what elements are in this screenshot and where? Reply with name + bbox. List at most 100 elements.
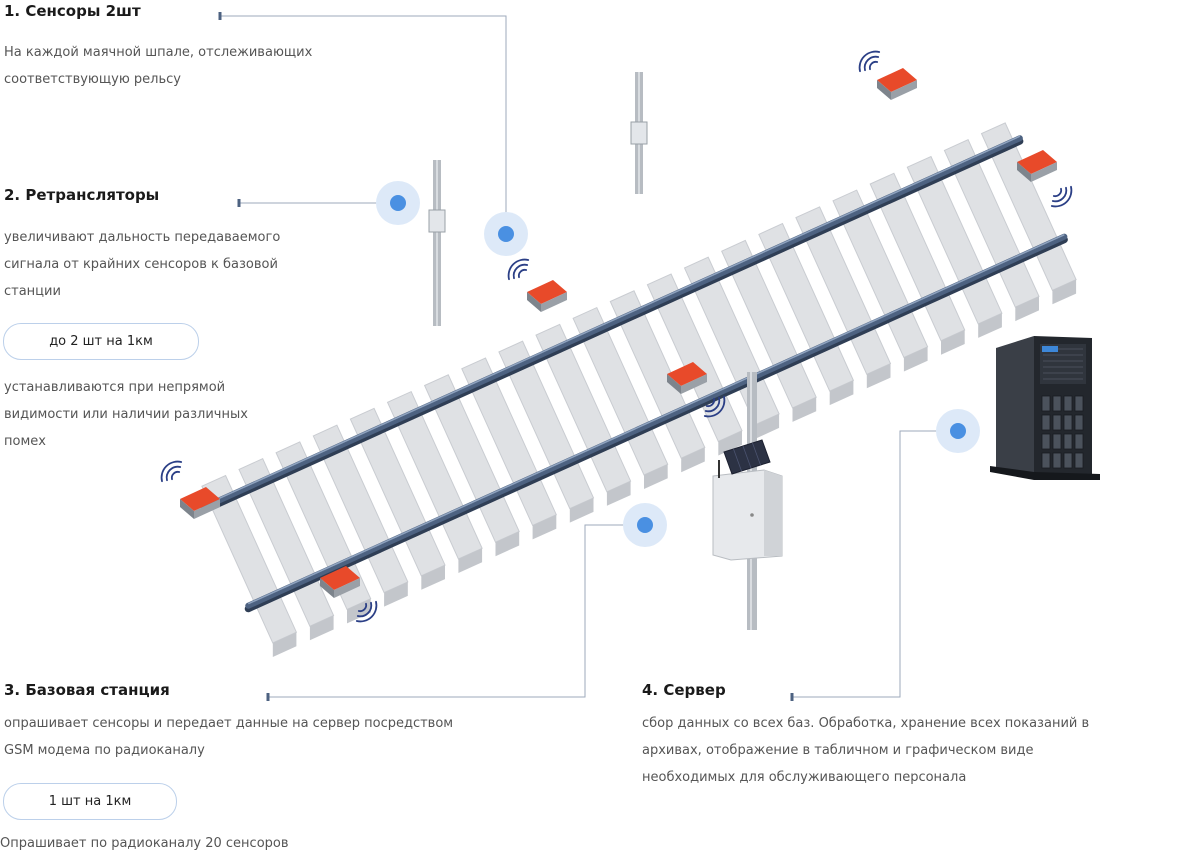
- drive-bay: [1041, 414, 1051, 431]
- sensor-front: [334, 578, 360, 598]
- signal-arc: [517, 268, 528, 279]
- sensor-side: [180, 499, 194, 519]
- connector-base-station: [268, 524, 645, 698]
- repeater-unit: [630, 121, 648, 145]
- signal-arc: [858, 50, 881, 73]
- section-base-station-line-2: GSM модема по радиоканалу: [4, 743, 205, 758]
- section-repeaters-note-3: помех: [4, 434, 46, 449]
- sleeper-side: [458, 548, 483, 573]
- section-sensors-line-1: На каждой маячной шпале, отслеживающих: [4, 45, 313, 60]
- signal-arc: [165, 465, 182, 482]
- section-base-station-line-1: опрашивает сенсоры и передает данные на …: [4, 716, 454, 731]
- sensor-box: [180, 487, 220, 511]
- repeater-pole-icon: [428, 160, 446, 326]
- drive-bay: [1041, 452, 1051, 469]
- sensor-box: [527, 280, 567, 304]
- sleeper-side: [421, 565, 445, 590]
- pole-highlight: [436, 160, 438, 326]
- signal-arc: [507, 258, 530, 281]
- sleeper-side: [681, 447, 705, 473]
- repeater-pole-icon: [630, 72, 648, 194]
- sensor-signal-icon: [320, 566, 378, 623]
- section-server-line-3: необходимых для обслуживающего персонала: [642, 770, 967, 785]
- section-sensors-title: 1. Сенсоры 2шт: [4, 2, 141, 20]
- signal-arc: [1050, 185, 1073, 208]
- section-server-title: 4. Сервер: [642, 681, 726, 699]
- sleeper-side: [569, 497, 594, 523]
- section-repeaters-title: 2. Ретрансляторы: [4, 186, 160, 204]
- section-repeaters-line-3: станции: [4, 284, 61, 299]
- sleeper-side: [718, 430, 742, 456]
- sensor-box: [667, 362, 707, 386]
- drive-bay: [1041, 395, 1051, 412]
- drive-bay: [1052, 414, 1062, 431]
- equipment: [160, 50, 1100, 630]
- sensor-side: [1017, 162, 1031, 182]
- connector-lines: [218, 12, 958, 701]
- sleeper-side: [866, 363, 891, 389]
- signal-arc: [160, 460, 183, 483]
- sensor-front: [194, 499, 220, 519]
- signal-arc: [703, 395, 726, 418]
- sensor-signal-icon: [667, 362, 726, 418]
- rail-1: [200, 135, 1023, 511]
- cabinet-lock: [750, 513, 754, 517]
- connector-repeaters-tick: [237, 199, 241, 207]
- solar-panel-icon: [718, 439, 771, 478]
- connector-base-station-tick: [266, 693, 270, 701]
- sleeper-side: [792, 397, 817, 422]
- drive-bay: [1074, 414, 1084, 431]
- connector-sensors-tick: [218, 12, 222, 20]
- connector-server: [792, 430, 958, 698]
- repeater-unit: [428, 209, 446, 233]
- section-repeaters-note-2: видимости или наличии различных: [4, 407, 248, 422]
- base-station-cabinet-icon: [712, 372, 783, 630]
- signal-arc: [512, 263, 529, 280]
- rail-highlight-1: [203, 135, 1021, 507]
- sleeper-side: [495, 531, 520, 557]
- section-repeaters-note-1: устанавливаются при непрямой: [4, 380, 226, 395]
- signal-arc: [868, 60, 879, 71]
- hotspot-dot: [498, 226, 514, 242]
- sleeper-side: [829, 380, 854, 406]
- repeaters-density-pill: до 2 шт на 1км: [3, 323, 199, 360]
- sleeper-side: [941, 330, 965, 355]
- sleeper-side: [1052, 279, 1077, 305]
- sleeper-side: [978, 313, 1002, 338]
- sensor-side: [320, 578, 334, 598]
- section-repeaters-line-2: сигнала от крайних сенсоров к базовой: [4, 257, 278, 272]
- sleeper-side: [384, 581, 408, 607]
- drive-bay: [1063, 414, 1073, 431]
- sleeper-side: [309, 615, 334, 641]
- drive-bay: [1052, 433, 1062, 450]
- sensor-front: [1031, 162, 1057, 182]
- sensor-signal-icon: [160, 460, 220, 519]
- sleeper-side: [606, 481, 631, 506]
- sleeper-side: [532, 514, 557, 540]
- signal-arc: [356, 601, 373, 618]
- sensor-front: [891, 80, 917, 100]
- solar-grid: [752, 442, 761, 466]
- hotspot-dot: [390, 195, 406, 211]
- rail-highlight-2: [247, 233, 1065, 605]
- signal-arc: [863, 55, 880, 72]
- connector-sensors: [220, 15, 507, 234]
- section-sensors-line-2: соответствующую рельсу: [4, 72, 181, 87]
- drive-bay: [1041, 433, 1051, 450]
- drive-bay: [1074, 433, 1084, 450]
- section-base-station-title: 3. Базовая станция: [4, 681, 170, 699]
- server-base: [990, 466, 1100, 480]
- signal-arc: [355, 600, 378, 623]
- server-tower-icon: [990, 336, 1100, 480]
- solar-grid: [742, 445, 752, 469]
- section-server-line-2: архивах, отображение в табличном и графи…: [642, 743, 1034, 758]
- drive-bay: [1052, 395, 1062, 412]
- hotspot-icon: [484, 212, 528, 256]
- hotspot-dot: [950, 423, 966, 439]
- cabinet-side: [764, 470, 782, 556]
- sensor-side: [527, 292, 541, 312]
- sensor-box: [320, 566, 360, 590]
- drive-bay: [1052, 452, 1062, 469]
- sleeper-side: [1015, 296, 1039, 322]
- drive-bay: [1063, 395, 1073, 412]
